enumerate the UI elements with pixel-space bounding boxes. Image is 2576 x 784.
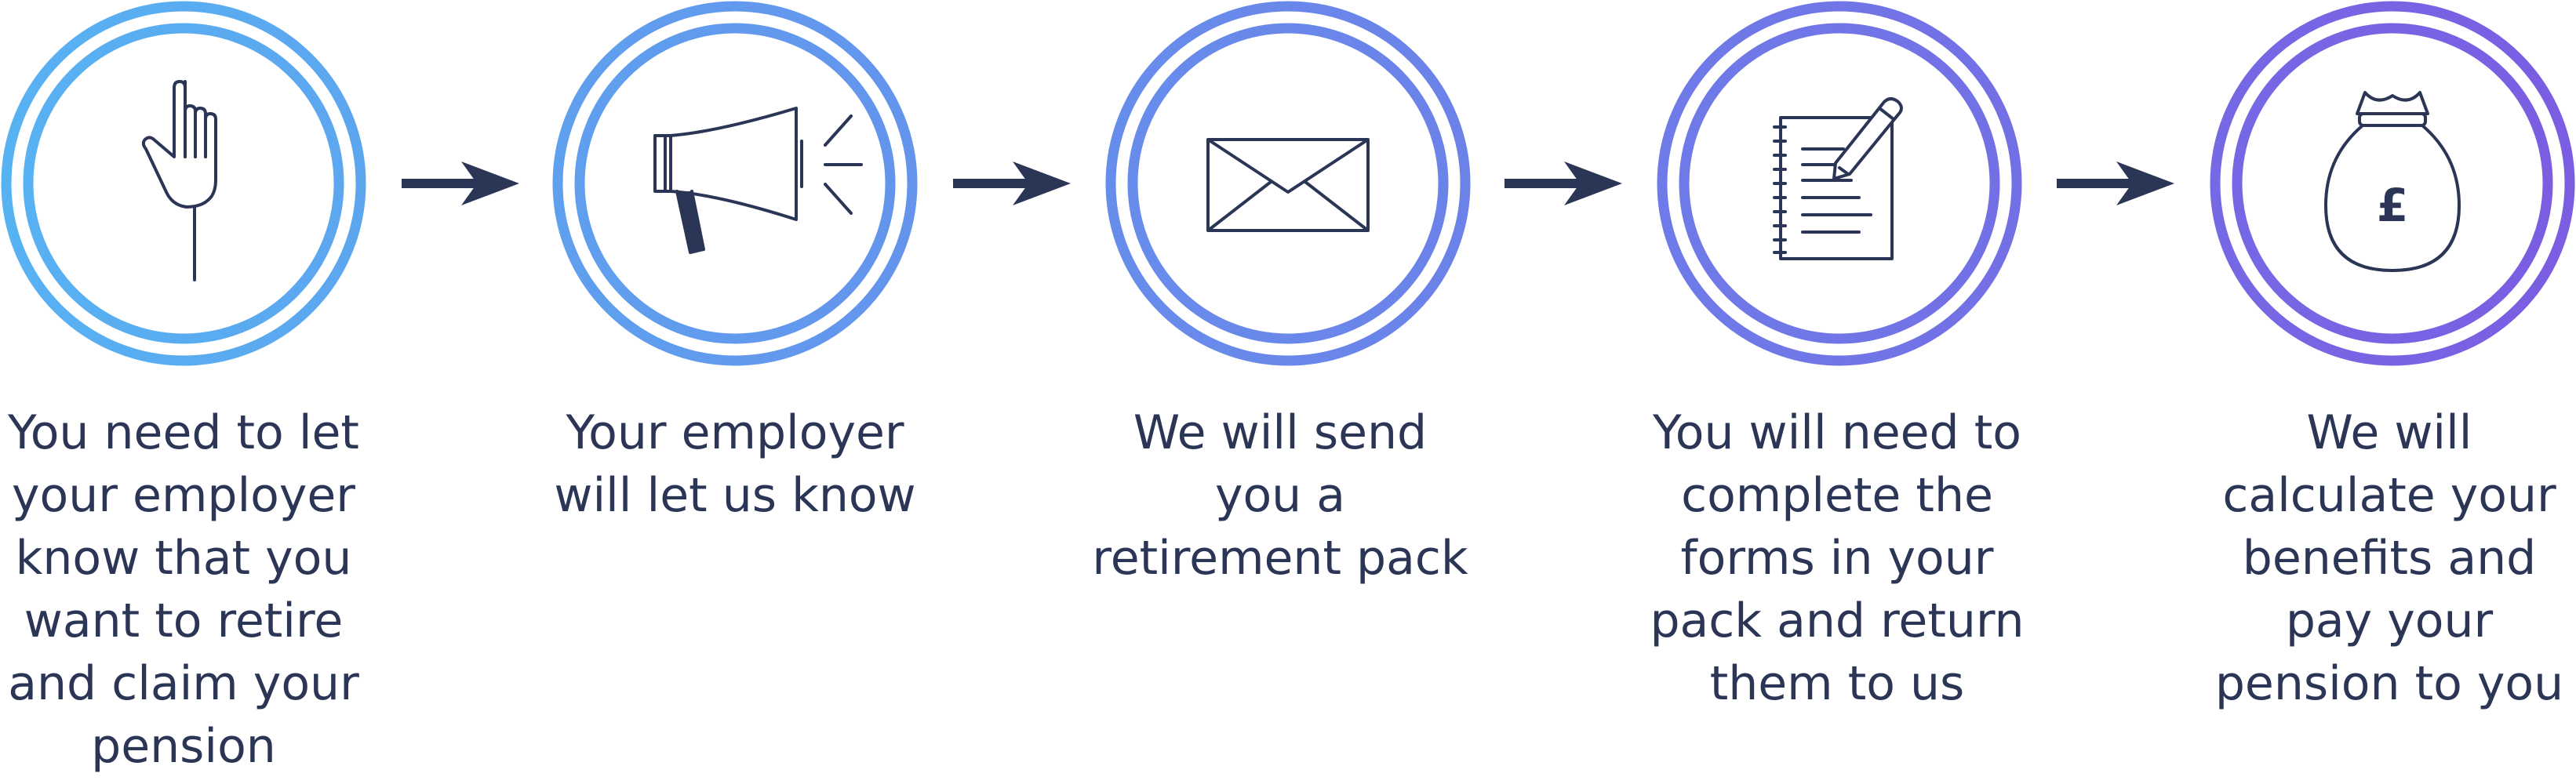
step-5-line: pension to you: [2214, 656, 2564, 711]
envelope-icon: [1206, 138, 1370, 232]
step-3-line: you a: [1214, 468, 1346, 523]
step-3-label: We will send you a retirement pack: [1076, 401, 1484, 590]
step-4-line: pack and return: [1650, 593, 2025, 648]
step-1-line: want to retire: [24, 593, 344, 648]
step-3-line: We will send: [1133, 405, 1428, 460]
form-with-pencil-icon: [1773, 97, 1903, 260]
step-4-line: complete the: [1681, 468, 1993, 523]
step-1-line: and claim your: [8, 656, 359, 711]
step-1-line: pension: [91, 719, 276, 774]
step-5-line: benefits and: [2242, 531, 2537, 586]
pound-sign: £: [2377, 179, 2408, 232]
step-4-label: You will need to complete the forms in y…: [1633, 401, 2041, 715]
arrow-4-icon: [2057, 162, 2174, 205]
step-1-circle: [1, 1, 366, 366]
step-3-circle: [1105, 1, 1471, 366]
step-1-line: You need to let: [8, 405, 359, 460]
step-4-line: forms in your: [1680, 531, 1994, 586]
arrow-3-icon: [1504, 162, 1622, 205]
money-bag-icon: [2324, 91, 2461, 272]
step-1-line: your employer: [12, 468, 355, 523]
arrow-1-icon: [402, 162, 519, 205]
megaphone-icon: [653, 107, 863, 254]
step-5-label: We will calculate your benefits and pay …: [2185, 401, 2576, 715]
step-5-line: pay your: [2285, 593, 2494, 648]
step-5-line: We will: [2306, 405, 2472, 460]
step-2-circle: [552, 1, 918, 366]
arrow-2-icon: [953, 162, 1071, 205]
step-2-line: Your employer: [566, 405, 904, 460]
step-3-line: retirement pack: [1092, 531, 1468, 586]
step-2-label: Your employer will let us know: [531, 401, 939, 527]
step-1-line: know that you: [15, 531, 352, 586]
step-5-line: calculate your: [2222, 468, 2556, 523]
step-4-circle: [1657, 1, 2022, 366]
pointing-hand-icon: [141, 80, 217, 281]
step-4-line: them to us: [1709, 656, 1965, 711]
step-1-label: You need to let your employer know that …: [0, 401, 387, 778]
step-2-line: will let us know: [554, 468, 916, 523]
step-5-circle: [2210, 1, 2575, 366]
step-4-line: You will need to: [1653, 405, 2021, 460]
